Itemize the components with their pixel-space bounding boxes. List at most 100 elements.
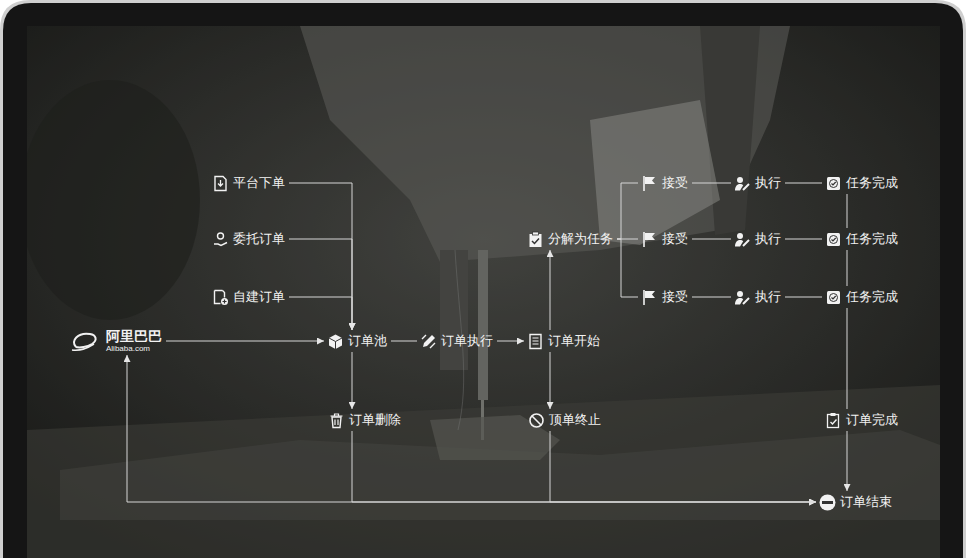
icon-part: [735, 298, 743, 305]
icon-part: [329, 338, 342, 349]
flow-step: 顶单终止: [528, 411, 601, 429]
flow-connector: [289, 239, 352, 330]
icon-part: [827, 233, 840, 246]
node-icon: [328, 412, 345, 429]
icon-part: [643, 176, 645, 191]
icon-part: [533, 338, 539, 344]
icon-part: [645, 177, 655, 184]
icon-part: [218, 233, 224, 239]
flow-connector: [785, 297, 822, 298]
flow-step: 任务完成: [825, 174, 898, 192]
flow-connector: [617, 239, 638, 297]
icon-part: [532, 416, 541, 425]
icon-part: [331, 414, 343, 425]
flow-connector: [692, 183, 731, 184]
icon-part: [215, 176, 226, 190]
flow-step: 订单池: [327, 332, 387, 350]
flow-connector: [497, 341, 524, 342]
flow-connector: [847, 308, 848, 409]
icon-part: [645, 233, 655, 240]
step-label: 执行: [755, 174, 781, 192]
flow-step: 接受: [641, 288, 688, 306]
icon-part: [530, 334, 541, 348]
node-icon: [212, 231, 229, 248]
flow-step: 执行: [734, 174, 781, 192]
icon-part: [827, 291, 840, 304]
flow-step: 订单结束: [819, 493, 892, 511]
step-label: 接受: [662, 174, 688, 192]
icon-part: [214, 242, 227, 245]
flow-connector: [785, 183, 822, 184]
step-label: 执行: [755, 230, 781, 248]
icon-part: [830, 235, 838, 243]
node-icon: [825, 289, 842, 306]
step-label: 订单删除: [349, 411, 401, 429]
step-label: 任务完成: [846, 288, 898, 306]
node-icon: [212, 289, 229, 306]
icon-part: [645, 291, 655, 298]
node-icon: [825, 175, 842, 192]
flow-step: 平台下单: [212, 174, 285, 192]
sewing-machine-photo: [27, 26, 940, 558]
flow-connector: [847, 194, 848, 228]
step-label: 订单开始: [548, 332, 600, 350]
step-label: 任务完成: [846, 230, 898, 248]
icon-part: [332, 417, 341, 428]
flow-step: 任务完成: [825, 230, 898, 248]
icon-part: [530, 234, 542, 247]
step-label: 执行: [755, 288, 781, 306]
icon-part: [532, 238, 539, 243]
icon-part: [735, 184, 743, 191]
flow-connector: [617, 183, 638, 239]
flow-step: 分解为任务: [527, 230, 613, 248]
node-icon: [527, 333, 544, 350]
step-label: 订单执行: [441, 332, 493, 350]
flow-connector: [847, 250, 848, 286]
node-icon: [734, 175, 751, 192]
icon-part: [830, 293, 838, 301]
icon-part: [533, 232, 539, 235]
flow-connector: [550, 250, 551, 330]
step-label: 订单池: [348, 332, 387, 350]
step-label: 接受: [662, 230, 688, 248]
dark-overlay: [27, 26, 940, 558]
flow-connector: [352, 431, 816, 502]
icon-part: [828, 414, 839, 427]
brand-domain: Alibaba.com: [106, 344, 162, 353]
step-label: 委托订单: [233, 230, 285, 248]
icon-part: [422, 335, 435, 348]
icon-part: [743, 298, 749, 304]
icon-part: [737, 177, 743, 183]
node-icon: [212, 175, 229, 192]
alibaba-logo-mark: [68, 329, 102, 353]
icon-part: [832, 182, 836, 185]
icon-part: [820, 494, 836, 510]
node-icon: [734, 231, 751, 248]
step-label: 任务完成: [846, 174, 898, 192]
node-icon: [819, 494, 836, 511]
icon-part: [72, 344, 94, 350]
flow-step: 订单完成: [825, 411, 898, 429]
step-label: 顶单终止: [549, 411, 601, 429]
brand-name: 阿里巴巴: [106, 329, 162, 344]
flow-connector: [391, 341, 417, 342]
node-icon: [527, 231, 544, 248]
flow-step: 订单开始: [527, 332, 600, 350]
icon-part: [737, 291, 743, 297]
flow-step: 执行: [734, 230, 781, 248]
icon-part: [735, 240, 743, 247]
flow-step: 自建订单: [212, 288, 285, 306]
step-label: 自建订单: [233, 288, 285, 306]
flow-step: 执行: [734, 288, 781, 306]
step-label: 平台下单: [233, 174, 285, 192]
node-icon: [641, 175, 658, 192]
step-label: 分解为任务: [548, 230, 613, 248]
step-label: 订单完成: [846, 411, 898, 429]
laptop-bezel: [3, 3, 963, 558]
node-icon: [641, 289, 658, 306]
flow-connector: [550, 431, 816, 502]
